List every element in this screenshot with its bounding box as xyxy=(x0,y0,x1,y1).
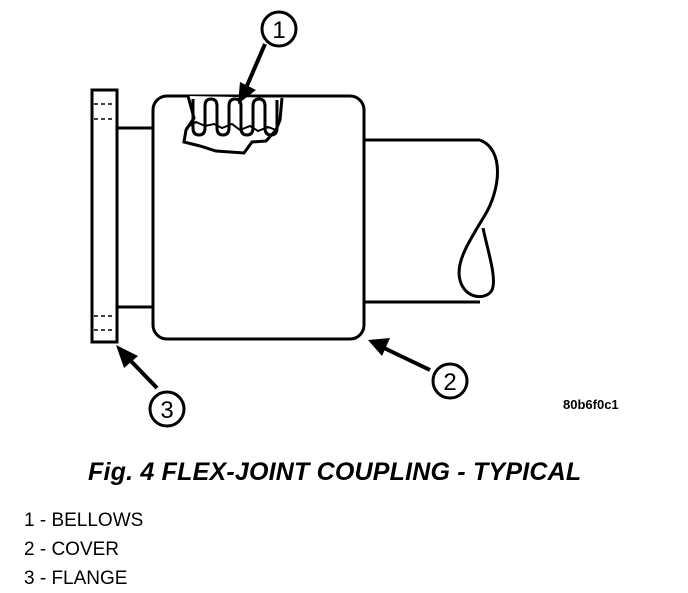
coupling-neck xyxy=(117,126,153,309)
svg-text:3: 3 xyxy=(160,397,173,424)
reference-code: 80b6f0c1 xyxy=(563,397,619,412)
legend: 1 - BELLOWS 2 - COVER 3 - FLANGE xyxy=(24,506,143,593)
flex-joint-coupling-diagram: 1 2 3 80b6f0c1 xyxy=(90,10,619,428)
leader-line-1 xyxy=(244,43,267,89)
arrowhead-1 xyxy=(238,82,256,104)
arrowhead-3 xyxy=(116,345,138,368)
legend-item: 1 - BELLOWS xyxy=(24,510,144,531)
legend-item: 2 - COVER xyxy=(24,539,120,560)
svg-text:1: 1 xyxy=(272,17,285,44)
svg-text:2: 2 xyxy=(443,369,456,396)
flange xyxy=(90,88,119,344)
leader-arrows xyxy=(116,43,431,390)
cover xyxy=(151,94,366,341)
pipe xyxy=(364,138,499,304)
arrowhead-2 xyxy=(368,338,390,356)
leader-line-2 xyxy=(383,346,431,372)
callout-1: 1 xyxy=(260,10,298,48)
callout-3: 3 xyxy=(148,390,186,428)
leader-line-3 xyxy=(126,356,159,390)
callout-2: 2 xyxy=(431,362,469,400)
figure-caption: Fig. 4 FLEX-JOINT COUPLING - TYPICAL xyxy=(88,458,582,486)
legend-item: 3 - FLANGE xyxy=(24,568,128,589)
bellows-cutaway xyxy=(182,95,284,155)
